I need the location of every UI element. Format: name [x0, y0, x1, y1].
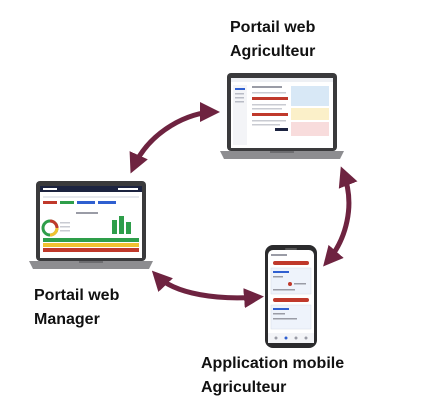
- farmer-web-portal-label: Portail web Agriculteur: [230, 16, 315, 64]
- manager-web-line1: Portail web: [34, 287, 120, 304]
- farmer-web-line2: Agriculteur: [230, 43, 316, 60]
- mobile-app-line1: Application mobile: [201, 355, 345, 372]
- laptop-farmer-icon: [220, 73, 344, 159]
- laptop-manager-icon: [29, 181, 153, 269]
- manager-web-portal-label: Portail web Manager: [34, 284, 119, 332]
- smartphone-icon: [265, 245, 317, 348]
- mobile-app-label: Application mobile Agriculteur: [201, 352, 344, 400]
- arrow-farmer-mobile: [323, 166, 358, 267]
- arrow-manager-farmer: [129, 102, 220, 174]
- mobile-app-line2: Agriculteur: [201, 379, 287, 396]
- arrow-manager-mobile: [151, 270, 264, 309]
- farmer-web-line1: Portail web: [230, 19, 316, 36]
- manager-web-line2: Manager: [34, 311, 100, 328]
